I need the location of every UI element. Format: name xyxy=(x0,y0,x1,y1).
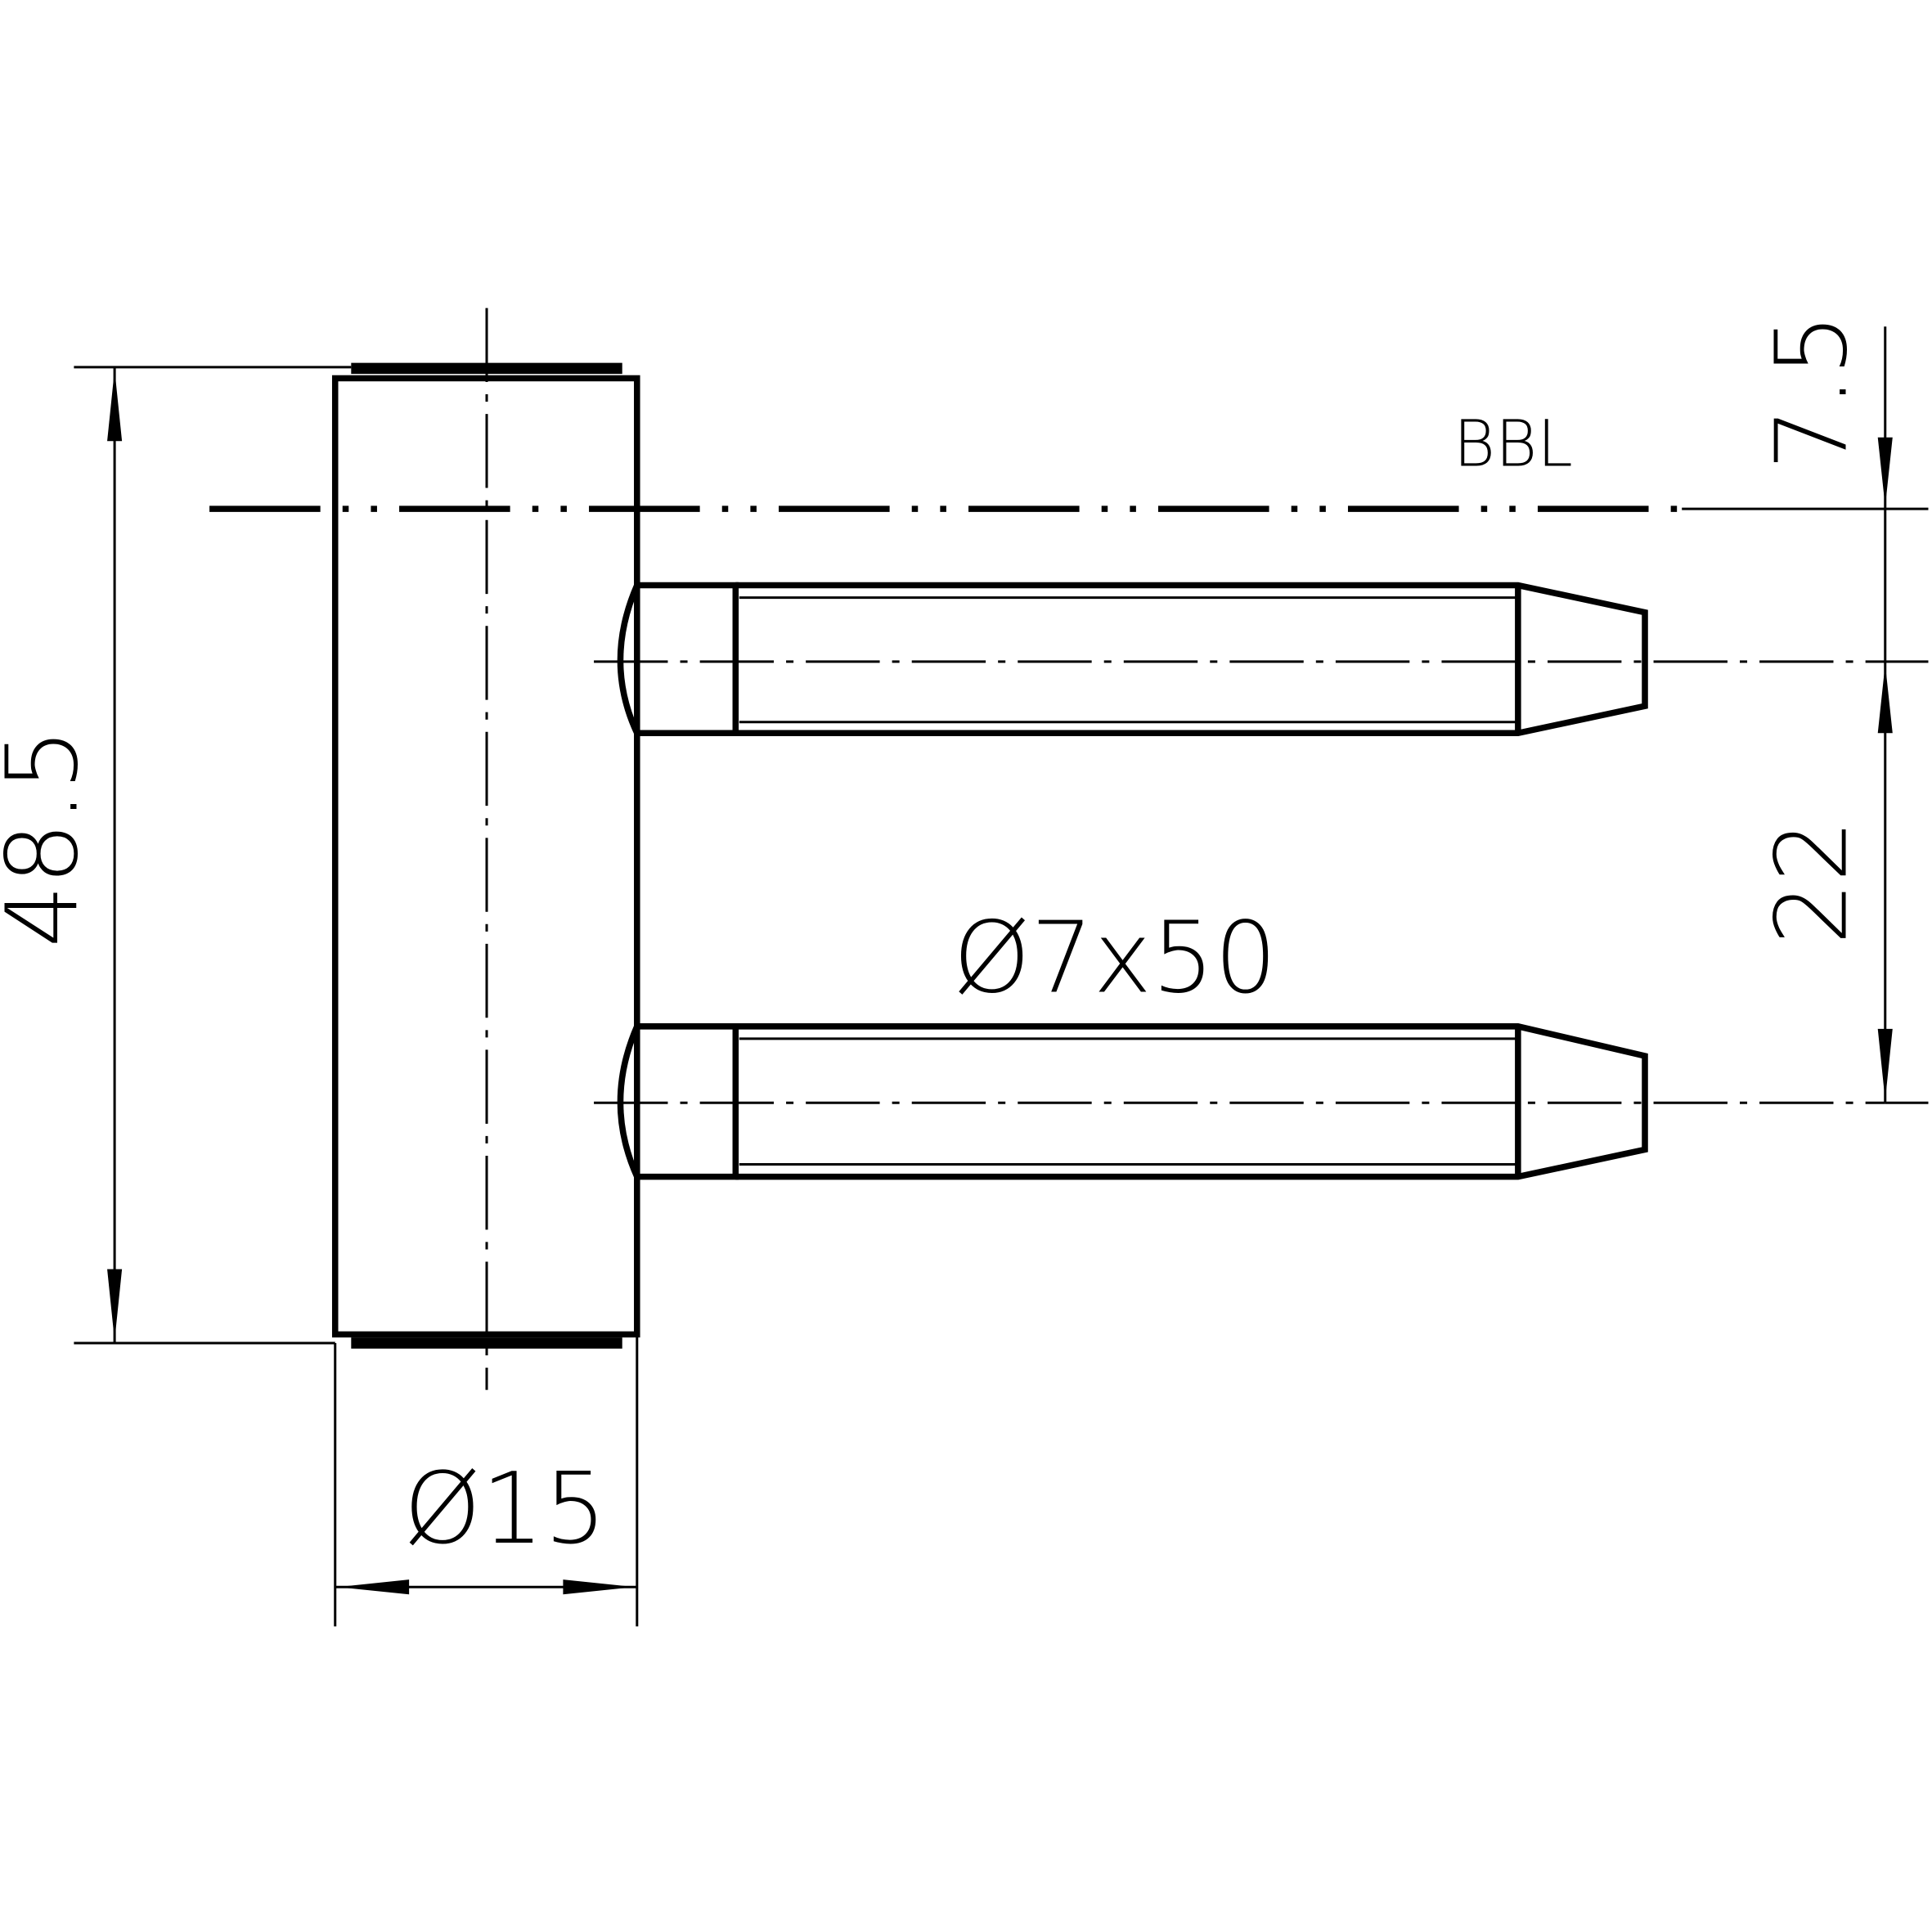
diameter-dimension xyxy=(334,1334,639,1627)
bbl-label: BBL xyxy=(1453,407,1573,481)
height-dimension xyxy=(74,366,352,1345)
pin-spacing-label: 22 xyxy=(1755,820,1870,945)
height-dimension-label: 48.5 xyxy=(0,728,100,947)
pin-spec-label: Ø7x50 xyxy=(953,901,1277,1016)
diameter-dimension-label: Ø15 xyxy=(404,1452,607,1566)
hinge-body xyxy=(331,308,640,1391)
lower-pin xyxy=(594,1023,1929,1180)
pin-position-dimensions xyxy=(1877,326,1893,1103)
bbl-offset-label: 7.5 xyxy=(1755,313,1870,470)
upper-pin xyxy=(594,582,1929,737)
